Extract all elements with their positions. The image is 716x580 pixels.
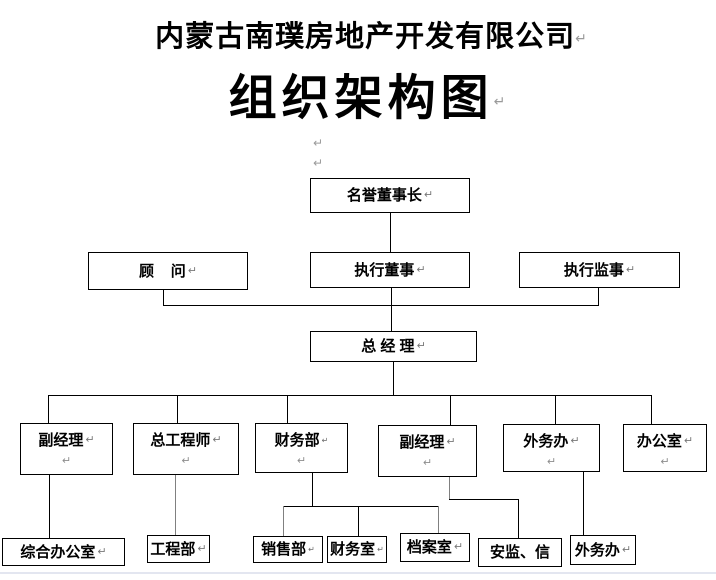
node-label: 名誉董事长	[346, 187, 422, 204]
org-node-sales-dept[interactable]: 销售部↵	[253, 536, 323, 563]
connector-gm-drop	[393, 362, 394, 395]
return-mark-icon: ↵	[308, 544, 315, 554]
org-node-executive-director[interactable]: 执行董事↵	[310, 252, 470, 288]
connector-chairman-director	[390, 213, 391, 252]
org-node-general-manager[interactable]: 总 经 理↵	[310, 331, 477, 362]
node-label: 安监、信	[489, 544, 550, 561]
connector-level2-bus	[163, 305, 599, 306]
org-node-archives-room[interactable]: 档案室↵	[400, 533, 470, 562]
return-mark-icon: ↵	[85, 434, 95, 446]
node-label: 办公室	[636, 433, 682, 450]
node-label: 副经理	[38, 432, 84, 449]
node-label: 财务室	[330, 541, 376, 558]
return-mark-icon: ↵	[423, 189, 434, 201]
node-label: 总工程师	[150, 432, 211, 449]
connector-drop-finance-dept	[287, 395, 288, 423]
company-title-text: 内蒙古南璞房地产开发有限公司	[155, 21, 576, 53]
node-label: 综合办公室	[20, 543, 96, 561]
node-label: 执行董事	[354, 261, 415, 279]
return-mark-icon: ↵	[212, 434, 222, 446]
return-mark-icon: ↵	[97, 545, 107, 558]
org-node-safety-supervision[interactable]: 安监、信	[478, 538, 562, 567]
return-mark-icon: ↵	[321, 435, 329, 445]
return-mark-icon: ↵	[453, 541, 464, 553]
org-node-advisor[interactable]: 顾 问↵	[88, 252, 248, 290]
page-boundary-line	[0, 572, 716, 574]
connector-advisor-drop	[163, 290, 164, 306]
connector-finance-feed	[312, 473, 313, 506]
node-label: 销售部	[261, 541, 307, 558]
connector-drop-chief-engineer	[177, 395, 178, 423]
connector-drop-archives	[438, 506, 439, 533]
org-node-general-office[interactable]: 综合办公室↵	[2, 538, 125, 566]
connector-deputy-right-elbow-h	[449, 499, 518, 500]
return-mark-icon: ↵	[296, 455, 307, 467]
connector-drop-office	[651, 395, 652, 424]
return-mark-icon: ↵	[377, 544, 384, 554]
return-mark-icon: ↵	[422, 457, 433, 469]
node-label: 财务部	[274, 432, 320, 449]
org-node-executive-supervisor[interactable]: 执行监事↵	[519, 252, 680, 288]
node-label: 顾 问	[139, 262, 186, 280]
connector-foreign-affairs-bottom	[583, 472, 584, 535]
return-mark-icon: ↵	[61, 455, 72, 467]
org-node-deputy-manager-right[interactable]: 副经理↵ ↵	[378, 425, 477, 477]
org-node-foreign-affairs-office[interactable]: 外务办↵ ↵	[503, 424, 600, 472]
node-label: 外务办	[523, 433, 569, 450]
org-node-finance-room[interactable]: 财务室↵	[327, 536, 387, 563]
return-mark-icon: ↵	[546, 456, 557, 468]
node-label: 总 经 理	[361, 338, 415, 355]
connector-drop-sales	[283, 506, 284, 536]
node-label: 外务办	[574, 541, 620, 559]
node-label: 档案室	[406, 539, 452, 556]
return-mark-icon: ↵	[197, 542, 207, 555]
org-node-foreign-affairs-bottom[interactable]: 外务办↵	[570, 535, 636, 565]
connector-drop-deputy-right	[450, 395, 451, 425]
node-label: 副经理	[399, 434, 445, 451]
connector-engineer-engineering	[175, 475, 176, 535]
connector-supervisor-drop	[598, 288, 599, 306]
connector-drop-safety	[518, 499, 519, 538]
return-mark-icon: ↵	[313, 156, 324, 170]
node-label: 工程部	[150, 540, 196, 558]
return-mark-icon: ↵	[181, 455, 191, 467]
return-mark-icon: ↵	[570, 435, 580, 447]
return-mark-icon: ↵	[621, 543, 632, 556]
org-node-finance-dept[interactable]: 财务部↵ ↵	[255, 423, 348, 473]
return-mark-icon: ↵	[416, 340, 426, 352]
return-mark-icon: ↵	[625, 263, 636, 276]
org-node-deputy-manager-left[interactable]: 副经理↵ ↵	[20, 423, 113, 475]
org-node-office[interactable]: 办公室↵ ↵	[623, 424, 707, 472]
return-mark-icon: ↵	[446, 436, 456, 448]
connector-director-gm	[391, 288, 392, 331]
org-node-engineering-dept[interactable]: 工程部↵	[147, 535, 210, 563]
node-label: 执行监事	[563, 261, 624, 279]
org-node-honorary-chairman[interactable]: 名誉董事长↵	[310, 178, 470, 213]
return-mark-icon: ↵	[313, 136, 324, 150]
return-mark-icon: ↵	[416, 263, 426, 276]
connector-gm-bus	[48, 395, 651, 396]
connector-drop-deputy-left	[48, 395, 49, 423]
return-mark-icon: ↵	[575, 29, 587, 46]
return-mark-icon: ↵	[660, 456, 670, 468]
company-title: 内蒙古南璞房地产开发有限公司↵	[0, 13, 716, 55]
connector-drop-finance-room	[358, 506, 359, 536]
org-node-chief-engineer[interactable]: 总工程师↵ ↵	[133, 423, 239, 475]
return-mark-icon: ↵	[683, 435, 694, 447]
connector-drop-foreign-affairs	[555, 395, 556, 424]
return-mark-icon: ↵	[187, 264, 197, 277]
connector-deputy-general-office	[49, 475, 50, 538]
chart-title: 组织架构图↵	[0, 58, 716, 128]
connector-deputy-right-elbow-v	[449, 477, 450, 499]
chart-title-text: 组织架构图	[228, 72, 494, 125]
connector-finance-bus	[283, 506, 438, 507]
return-mark-icon: ↵	[493, 92, 506, 109]
